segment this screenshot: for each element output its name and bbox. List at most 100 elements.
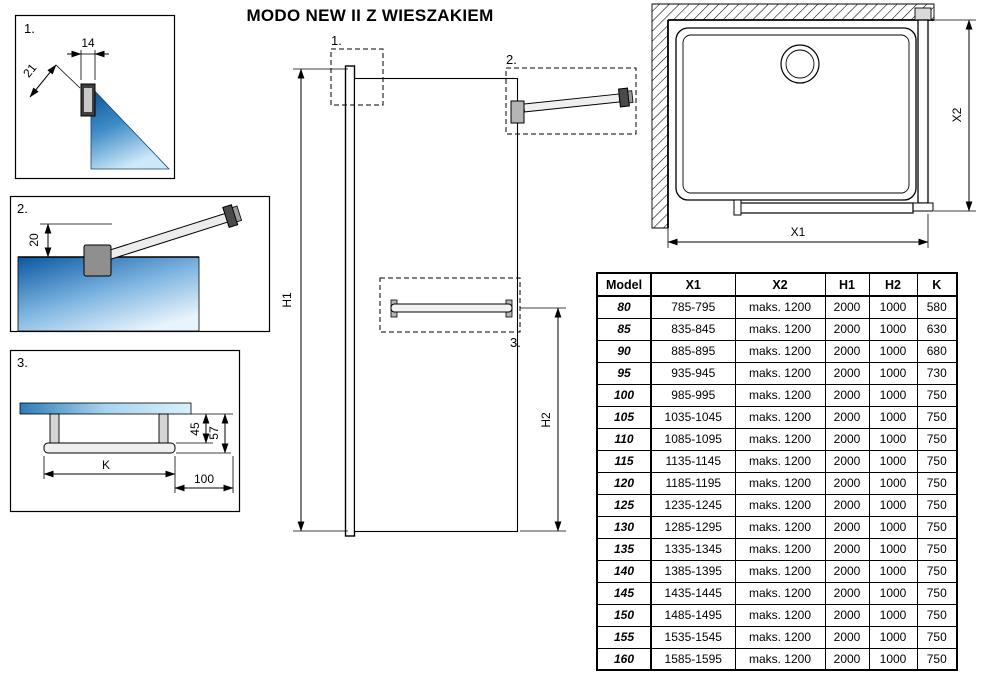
value-cell: 580 bbox=[916, 295, 958, 319]
wall-mount-plan bbox=[914, 7, 932, 21]
callout-box-1 bbox=[330, 48, 384, 106]
dim-45-label: 45 bbox=[188, 422, 202, 436]
callout-label-3: 3. bbox=[510, 335, 521, 350]
column-header-x2: X2 bbox=[734, 272, 826, 297]
glass-top-strip bbox=[19, 402, 192, 415]
value-cell: maks. 1200 bbox=[734, 493, 826, 517]
value-cell: maks. 1200 bbox=[734, 427, 826, 451]
value-cell: 2000 bbox=[824, 493, 870, 517]
value-cell: 1535-1545 bbox=[650, 625, 736, 649]
dim-57: 57 bbox=[176, 413, 231, 454]
value-cell: 1000 bbox=[868, 427, 918, 451]
value-cell: 680 bbox=[916, 339, 958, 363]
value-cell: maks. 1200 bbox=[734, 361, 826, 385]
value-cell: 2000 bbox=[824, 537, 870, 561]
model-cell: 160 bbox=[596, 647, 652, 671]
dim-x1: X1 bbox=[667, 214, 929, 248]
towel-bar bbox=[390, 303, 513, 313]
value-cell: maks. 1200 bbox=[734, 405, 826, 429]
plan-view: X1 X2 bbox=[651, 3, 976, 248]
value-cell: maks. 1200 bbox=[734, 537, 826, 561]
value-cell: 1085-1095 bbox=[650, 427, 736, 451]
dim-x2-label: X2 bbox=[950, 107, 964, 122]
support-bar-cap bbox=[733, 199, 742, 216]
model-cell: 130 bbox=[596, 515, 652, 539]
value-cell: maks. 1200 bbox=[734, 383, 826, 407]
hanger-post-left bbox=[49, 413, 60, 446]
elevation-view: 1. 2. 3. H1 H2 bbox=[280, 33, 637, 537]
value-cell: 1000 bbox=[868, 625, 918, 649]
value-cell: 750 bbox=[916, 427, 958, 451]
value-cell: 1435-1445 bbox=[650, 581, 736, 605]
model-cell: 110 bbox=[596, 427, 652, 451]
value-cell: maks. 1200 bbox=[734, 471, 826, 495]
dim-h1: H1 bbox=[280, 68, 348, 532]
value-cell: 1000 bbox=[868, 581, 918, 605]
value-cell: maks. 1200 bbox=[734, 625, 826, 649]
value-cell: 2000 bbox=[824, 361, 870, 385]
dim-20-label: 20 bbox=[27, 233, 41, 247]
value-cell: 750 bbox=[916, 471, 958, 495]
value-cell: maks. 1200 bbox=[734, 647, 826, 671]
value-cell: 2000 bbox=[824, 383, 870, 407]
value-cell: 835-845 bbox=[650, 317, 736, 341]
dim-h2-label: H2 bbox=[539, 412, 553, 428]
detail-1-label: 1. bbox=[24, 21, 35, 36]
model-cell: 115 bbox=[596, 449, 652, 473]
dim-45: 45 bbox=[176, 413, 233, 444]
value-cell: 1335-1345 bbox=[650, 537, 736, 561]
callout-label-2: 2. bbox=[506, 52, 517, 67]
value-cell: 1000 bbox=[868, 405, 918, 429]
dim-14: 14 bbox=[67, 36, 109, 80]
value-cell: 1000 bbox=[868, 515, 918, 539]
value-cell: 750 bbox=[916, 603, 958, 627]
value-cell: maks. 1200 bbox=[734, 581, 826, 605]
value-cell: 1385-1395 bbox=[650, 559, 736, 583]
value-cell: 2000 bbox=[824, 647, 870, 671]
value-cell: 750 bbox=[916, 559, 958, 583]
value-cell: maks. 1200 bbox=[734, 559, 826, 583]
value-cell: 2000 bbox=[824, 625, 870, 649]
shower-tray-inner bbox=[682, 34, 910, 194]
value-cell: 1000 bbox=[868, 471, 918, 495]
value-cell: 750 bbox=[916, 405, 958, 429]
value-cell: 1185-1195 bbox=[650, 471, 736, 495]
dim-h2: H2 bbox=[520, 307, 566, 532]
value-cell: 750 bbox=[916, 647, 958, 671]
model-cell: 105 bbox=[596, 405, 652, 429]
value-cell: 750 bbox=[916, 515, 958, 539]
value-cell: 2000 bbox=[824, 603, 870, 627]
page-title: MODO NEW II Z WIESZAKIEM bbox=[246, 6, 494, 25]
callout-box-2 bbox=[505, 67, 637, 135]
value-cell: 2000 bbox=[824, 317, 870, 341]
value-cell: maks. 1200 bbox=[734, 295, 826, 319]
drain-circle-outer bbox=[780, 44, 820, 84]
dim-100-label: 100 bbox=[194, 472, 214, 486]
value-cell: 935-945 bbox=[650, 361, 736, 385]
model-cell: 120 bbox=[596, 471, 652, 495]
dim-k-label: K bbox=[102, 458, 110, 472]
value-cell: 1135-1145 bbox=[650, 449, 736, 473]
value-cell: 985-995 bbox=[650, 383, 736, 407]
glass-panel-plan bbox=[917, 19, 929, 204]
value-cell: maks. 1200 bbox=[734, 339, 826, 363]
shower-tray-outer bbox=[675, 27, 917, 201]
dim-x2: X2 bbox=[934, 19, 976, 212]
dim-h1-label: H1 bbox=[280, 292, 294, 308]
value-cell: 1000 bbox=[868, 295, 918, 319]
wall-profile bbox=[344, 65, 356, 537]
value-cell: 750 bbox=[916, 493, 958, 517]
value-cell: 750 bbox=[916, 581, 958, 605]
value-cell: 1000 bbox=[868, 603, 918, 627]
detail-3-label: 3. bbox=[17, 355, 28, 370]
towel-bar-assembly bbox=[390, 299, 513, 318]
